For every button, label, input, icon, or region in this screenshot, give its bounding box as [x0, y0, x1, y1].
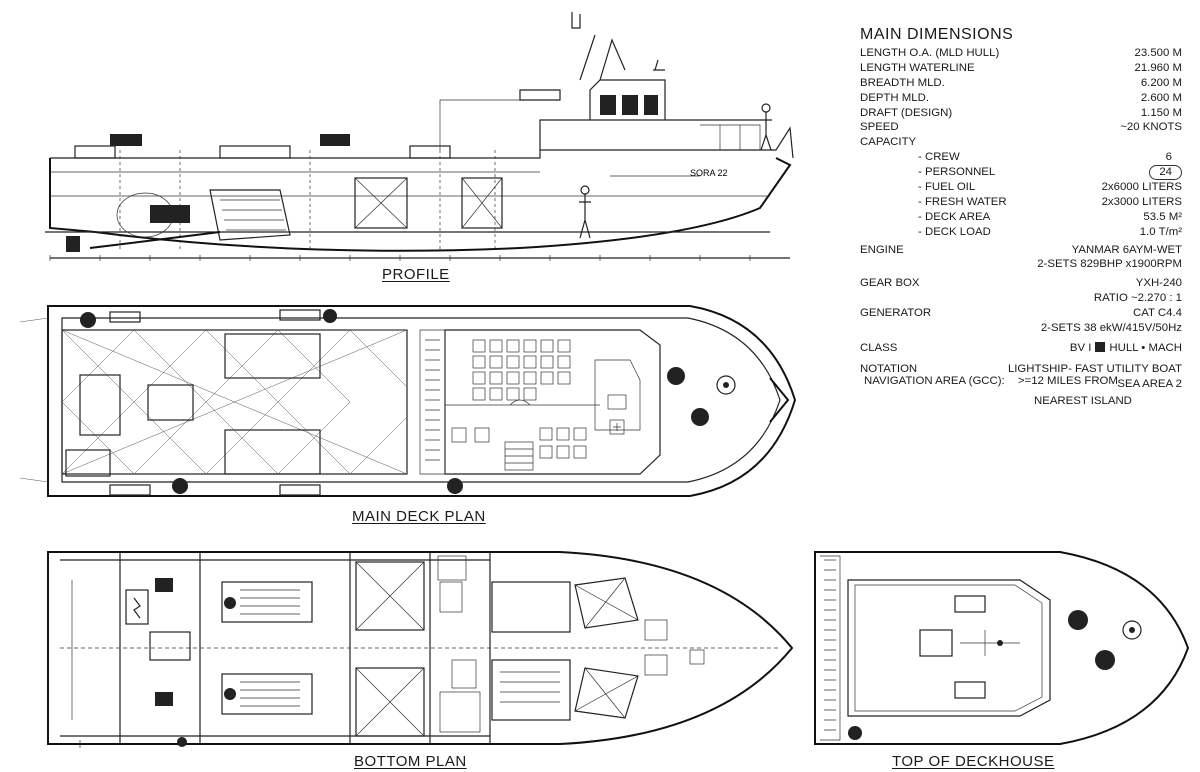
gearbox-row-2: RATIO ~2.270 : 1	[1093, 292, 1182, 305]
main-deck-plan	[19, 305, 797, 497]
caption-top-of-deckhouse: TOP OF DECKHOUSE	[892, 753, 1055, 770]
spec-row: DEPTH MLD.2.600 M	[860, 91, 1182, 104]
deckhouse-roof	[847, 579, 1051, 717]
person-figure	[760, 103, 772, 151]
navigation-area-2: NEAREST ISLAND	[1034, 395, 1132, 407]
bottom-plan	[47, 551, 794, 748]
spec-row: BREADTH MLD.6.200 M	[860, 76, 1182, 89]
passenger-seats	[451, 339, 587, 459]
spec-row: LENGTH O.A. (MLD HULL)23.500 M	[860, 47, 1182, 59]
spec-row: DRAFT (DESIGN)1.150 M	[860, 106, 1182, 119]
deckhouse-outline	[444, 329, 661, 475]
top-of-deckhouse	[814, 551, 1190, 745]
vessel-name-label: SORA 22	[690, 168, 728, 178]
deckhouse-top-hull	[814, 551, 1190, 745]
profile-view: SORA 22	[45, 12, 794, 261]
capacity-heading: CAPACITY	[860, 136, 917, 149]
class-symbol-icon	[1095, 341, 1106, 352]
caption-bottom-plan: BOTTOM PLAN	[354, 753, 467, 770]
engine-starboard	[221, 673, 313, 715]
main-dimensions-title: MAIN DIMENSIONS	[860, 26, 1014, 43]
engine-row-2: 2-SETS 829BHP x1900RPM	[1037, 258, 1182, 271]
navigation-area: NAVIGATION AREA (GCC): >=12 MILES FROM	[864, 375, 1118, 387]
person-figure	[579, 185, 591, 239]
main-deck-hull	[47, 305, 797, 497]
bottom-hull	[47, 551, 794, 745]
engine-port	[221, 581, 313, 623]
notation-row-2: SEA AREA 2	[1117, 377, 1182, 390]
generator-row-2: 2-SETS 38 ekW/415V/50Hz	[1040, 322, 1182, 335]
caption-main-deck-plan: MAIN DECK PLAN	[352, 508, 486, 525]
main-dimensions-panel: MAIN DIMENSIONS LENGTH O.A. (MLD HULL)23…	[860, 26, 1182, 392]
spec-row: SPEED~20 KNOTS	[860, 121, 1182, 134]
caption-profile: PROFILE	[382, 266, 450, 283]
profile-hull	[49, 157, 792, 252]
personnel-count-badge: 24	[1149, 165, 1182, 181]
